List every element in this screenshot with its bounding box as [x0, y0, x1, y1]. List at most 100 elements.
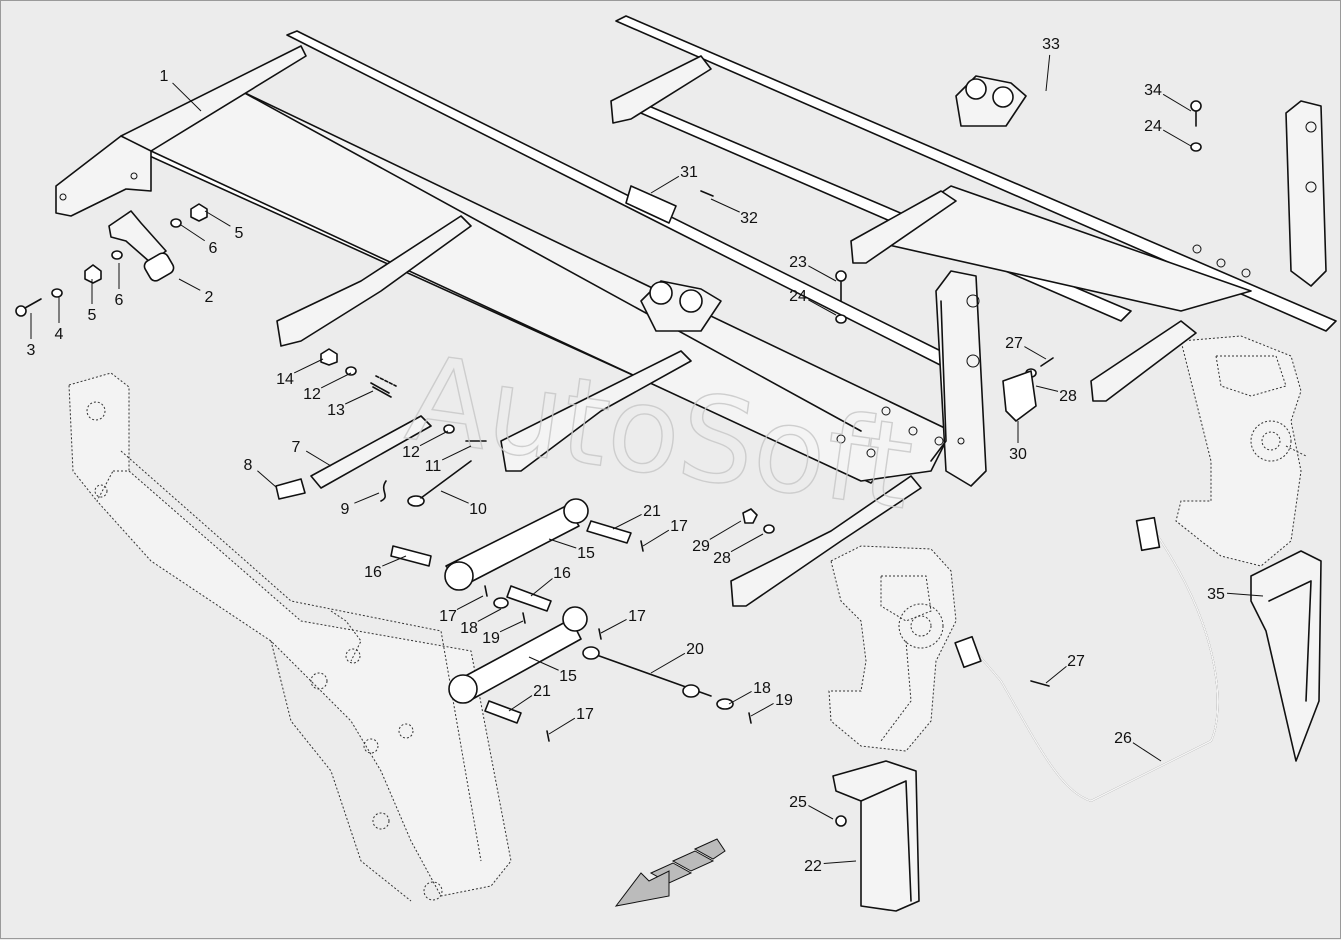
callout-label: 33	[1042, 36, 1060, 53]
callout-leader	[1045, 54, 1051, 92]
callout-leader	[808, 805, 834, 820]
callout-label: 34	[1144, 82, 1162, 99]
callout-label: 9	[341, 501, 350, 518]
callout-leader	[650, 652, 686, 674]
callout-label: 27	[1067, 653, 1085, 670]
callout-label: 17	[576, 706, 594, 723]
callout-leader	[530, 578, 553, 597]
callout-leader	[728, 691, 752, 705]
callout-leader	[477, 608, 502, 622]
callout-leader	[320, 372, 352, 389]
callout-leader	[419, 430, 449, 447]
callout-leader	[1226, 592, 1264, 597]
callout-label: 27	[1005, 335, 1023, 352]
callout-leader	[441, 445, 472, 461]
callout-label: 10	[469, 501, 487, 518]
callout-label: 21	[643, 503, 661, 520]
callout-label: 14	[276, 371, 294, 388]
callout-leader	[180, 224, 205, 242]
callout-label: 31	[680, 164, 698, 181]
loader-boom-ghost	[68, 372, 512, 902]
callout-leader	[305, 450, 332, 467]
callout-label: 6	[115, 292, 124, 309]
callout-leader	[730, 533, 764, 553]
callout-leader	[1035, 385, 1059, 392]
callout-label: 8	[244, 457, 253, 474]
callout-label: 4	[55, 326, 64, 343]
drive-housing-ghost-right	[1175, 335, 1307, 567]
callout-label: 17	[439, 608, 457, 625]
drive-housing-ghost-center	[828, 545, 957, 752]
callout-label: 3	[27, 342, 36, 359]
callout-label: 18	[460, 620, 478, 637]
callout-label: 7	[292, 439, 301, 456]
callout-label: 11	[425, 458, 442, 475]
main-frame-left	[55, 30, 987, 607]
callout-label: 12	[402, 444, 420, 461]
callout-label: 19	[775, 692, 793, 709]
callout-label: 21	[533, 683, 551, 700]
callout-label: 12	[303, 386, 321, 403]
bolts-right	[742, 100, 1202, 827]
callout-leader	[172, 82, 202, 112]
callout-label: 32	[740, 210, 758, 227]
bolts-and-washers-left	[15, 203, 208, 317]
callout-leader	[1162, 129, 1192, 147]
pins-and-clips	[390, 185, 752, 742]
callout-label: 22	[804, 858, 822, 875]
callout-label: 23	[789, 254, 807, 271]
callout-leader	[354, 492, 380, 504]
callout-leader	[528, 656, 559, 671]
guard-plates	[832, 550, 1322, 912]
callout-leader	[345, 390, 374, 405]
callout-leader	[178, 278, 201, 291]
callout-label: 2	[205, 289, 214, 306]
tube-26	[954, 516, 1219, 802]
callout-label: 28	[1059, 388, 1077, 405]
callout-leader	[1132, 742, 1162, 762]
main-frame-right	[610, 15, 1337, 402]
callout-label: 20	[686, 641, 704, 658]
callout-label: 26	[1114, 730, 1132, 747]
callout-leader	[257, 470, 277, 488]
callout-leader	[1045, 666, 1067, 684]
callout-leader	[650, 175, 680, 194]
callout-leader	[456, 595, 484, 611]
callout-leader	[750, 703, 774, 717]
callout-label: 28	[713, 550, 731, 567]
callout-label: 18	[753, 680, 771, 697]
callout-leader	[612, 514, 642, 530]
callout-label: 19	[482, 630, 500, 647]
callout-label: 24	[789, 288, 807, 305]
bracket-2	[108, 210, 175, 282]
callout-label: 16	[553, 565, 571, 582]
callout-leader	[808, 299, 837, 316]
callout-label: 30	[1009, 446, 1027, 463]
direction-arrow	[614, 838, 726, 907]
callout-leader	[440, 490, 469, 504]
callout-leader	[382, 555, 407, 567]
callout-label: 17	[670, 518, 688, 535]
cylinders-15	[444, 498, 589, 704]
callout-leader	[808, 265, 837, 282]
callout-leader	[293, 358, 324, 374]
linkage-7-to-14	[275, 348, 487, 507]
callout-leader	[710, 198, 740, 213]
callout-leader	[600, 619, 627, 634]
callout-label: 16	[364, 564, 382, 581]
callout-label: 6	[209, 240, 218, 257]
callout-label: 13	[327, 402, 345, 419]
callout-label: 5	[235, 225, 244, 242]
callout-label: 29	[692, 538, 710, 555]
callout-leader	[204, 210, 231, 227]
callout-label: 17	[628, 608, 646, 625]
callout-label: 25	[789, 794, 807, 811]
callout-leader	[508, 695, 533, 712]
callout-leader	[1024, 346, 1047, 360]
callout-leader	[1162, 93, 1192, 112]
callout-label: 24	[1144, 118, 1162, 135]
callout-leader	[499, 620, 524, 633]
